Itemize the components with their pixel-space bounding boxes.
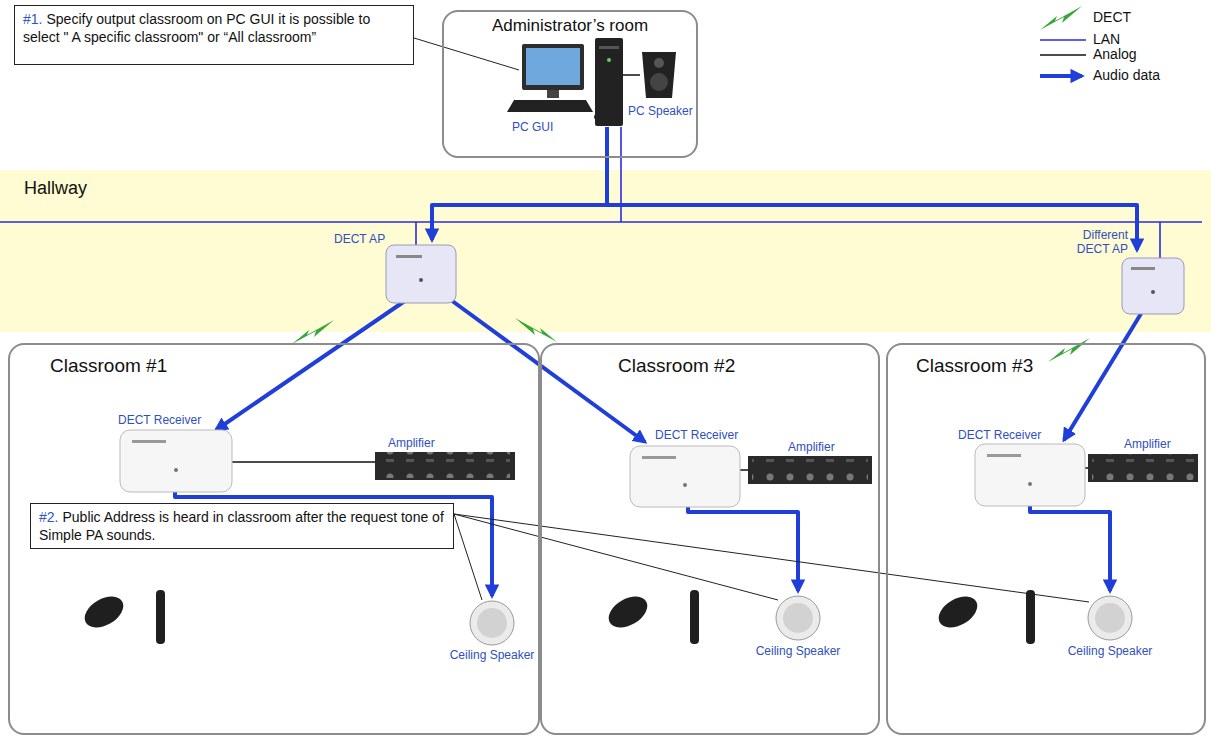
amplifier-icon bbox=[748, 456, 872, 484]
dect-receiver-icon bbox=[630, 446, 740, 507]
device-label: PC GUI bbox=[512, 120, 582, 134]
legend-audio-sample bbox=[1040, 74, 1082, 78]
leader-line bbox=[414, 38, 1089, 602]
device-label: Ceiling Speaker bbox=[746, 644, 850, 658]
ceiling-speaker-icon bbox=[776, 596, 820, 640]
ceiling-speaker-icon bbox=[470, 601, 514, 645]
legend-text: Audio data bbox=[1093, 68, 1160, 83]
pc-icon bbox=[507, 38, 623, 126]
device-label: Amplifier bbox=[788, 440, 868, 454]
device-label: Ceiling Speaker bbox=[1058, 644, 1162, 658]
dect-bolt bbox=[292, 320, 334, 344]
room-title: Classroom #3 bbox=[916, 355, 1033, 377]
device-label: Amplifier bbox=[1124, 437, 1200, 451]
pc-speaker-icon bbox=[642, 52, 676, 98]
legend-lan-sample bbox=[1040, 39, 1086, 41]
callout-box: #2.Public Address is heard in classroom … bbox=[30, 503, 454, 549]
room-box: Classroom #1 #2.Public Address is heard i… bbox=[8, 343, 540, 735]
lan-wire bbox=[0, 127, 1202, 259]
analog-wire bbox=[232, 75, 1088, 470]
dect-ap-icon bbox=[1122, 258, 1184, 314]
legend-dect-sample bbox=[1040, 6, 1082, 30]
room-title: Classroom #1 bbox=[50, 355, 167, 377]
device-label: DECT Receiver bbox=[118, 413, 218, 427]
device-label: Amplifier bbox=[388, 436, 468, 450]
ceiling-speaker-icon bbox=[1088, 596, 1132, 640]
callout-number: #1. bbox=[23, 11, 42, 27]
legend-text: Analog bbox=[1093, 47, 1137, 62]
dect-receiver-icon bbox=[975, 444, 1085, 506]
dect-bolt bbox=[515, 318, 557, 342]
dect-receiver-icon bbox=[120, 430, 232, 492]
device-label: DECT AP bbox=[334, 232, 394, 246]
room-box: Classroom #3 bbox=[886, 343, 1206, 735]
room-box: Administrator’s room bbox=[442, 10, 698, 158]
band-title: Hallway bbox=[24, 178, 87, 198]
microphone-icon bbox=[79, 590, 1035, 644]
callout-number: #2. bbox=[39, 509, 58, 525]
legend-analog-sample bbox=[1040, 54, 1086, 56]
room-title: Administrator’s room bbox=[444, 16, 696, 36]
callout-box: #1.Specify output classroom on PC GUI it… bbox=[14, 5, 414, 65]
room-title: Classroom #2 bbox=[618, 355, 735, 377]
device-label: DECT Receiver bbox=[655, 428, 755, 442]
device-label: PC Speaker bbox=[628, 104, 694, 118]
amplifier-icon bbox=[1088, 454, 1198, 482]
legend-text: DECT bbox=[1093, 10, 1131, 25]
device-label: Ceiling Speaker bbox=[440, 648, 544, 662]
legend-text: LAN bbox=[1093, 32, 1120, 47]
room-box: Classroom #2 bbox=[540, 343, 880, 735]
callout-text: Specify output classroom on PC GUI it is… bbox=[23, 11, 370, 45]
amplifier-icon bbox=[375, 452, 515, 480]
callout-text: Public Address is heard in classroom aft… bbox=[39, 509, 444, 543]
device-label: DECT Receiver bbox=[958, 428, 1042, 442]
dect-ap-icon bbox=[386, 245, 456, 303]
device-label: Different DECT AP bbox=[1058, 228, 1128, 256]
dect-bolt bbox=[1048, 338, 1090, 362]
hallway-band: Hallway bbox=[0, 170, 1211, 332]
